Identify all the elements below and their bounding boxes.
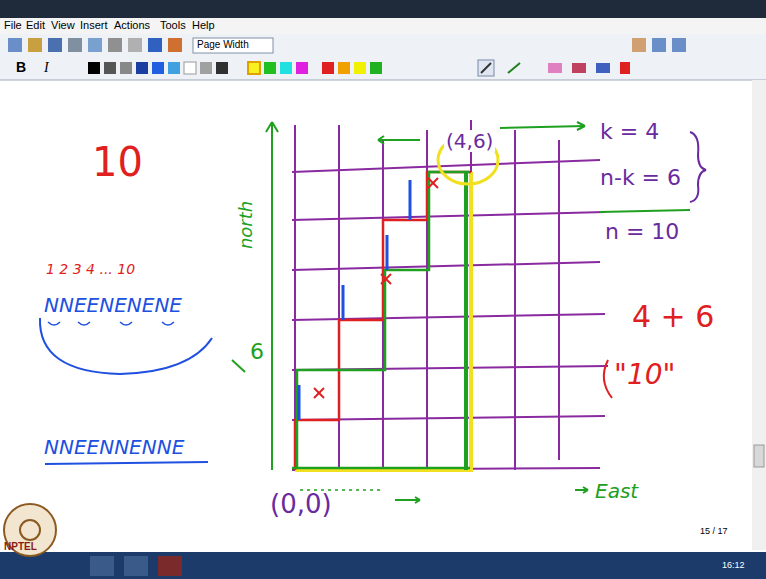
step-sequence: NNEENNENNE [44,436,184,458]
menu-item: Insert [80,19,108,31]
toolbar-icons [8,38,686,53]
toolbar-border [0,80,766,81]
bracket [604,360,612,398]
yellow-path [295,172,471,470]
green-path [464,172,468,470]
underline-arc [40,318,212,374]
color-palette [88,60,630,76]
logo-text: NPTEL [4,541,37,552]
title-bar [0,0,766,18]
equation: 4 + 6 [632,300,714,333]
blue-path [299,180,410,420]
bold-button: B [16,60,26,75]
grid-lines [292,120,608,470]
east-arrow [575,487,588,493]
menu-item: View [51,19,75,31]
equation: n-k = 6 [600,166,681,190]
taskbar [0,552,766,579]
clock: 16:12 [722,561,745,571]
zoom-select: Page Width [197,39,249,50]
menu-item: File [4,19,22,31]
menu-item: Help [192,19,215,31]
axis-label: north [236,201,256,249]
axis-label: East [595,480,638,502]
scrollbar [752,80,766,550]
cross-marks [314,178,438,398]
toolbar [0,34,766,80]
width-arrow [378,136,420,144]
position-numbers: 1 2 3 4 ... 10 [46,262,135,277]
equation: k = 4 [600,120,659,144]
red-path [295,172,471,470]
sum-rule [600,210,690,212]
menu-bar [0,18,766,34]
green-path [297,172,469,468]
origin-label: (0,0) [270,490,332,519]
nptel-logo [4,504,56,556]
endpoint-label: (4,6) [444,130,495,152]
leader-line [500,126,585,128]
page-counter: 15 / 17 [700,527,728,537]
green-path [292,467,470,470]
menu-item: Edit [26,19,45,31]
step-sequence: NNEENENENE [44,294,182,316]
underline [45,462,208,464]
axis-count: 6 [250,340,264,364]
north-arrow [266,122,278,470]
menu-item: Actions [114,19,150,31]
menu-item: Tools [160,19,186,31]
handwritten-number: 10 [92,140,143,184]
equation: n = 10 [605,220,679,244]
scroll-thumb [754,445,764,467]
handwritten-number: "10" [614,360,675,391]
italic-button: I [44,60,49,75]
brace [690,132,706,202]
